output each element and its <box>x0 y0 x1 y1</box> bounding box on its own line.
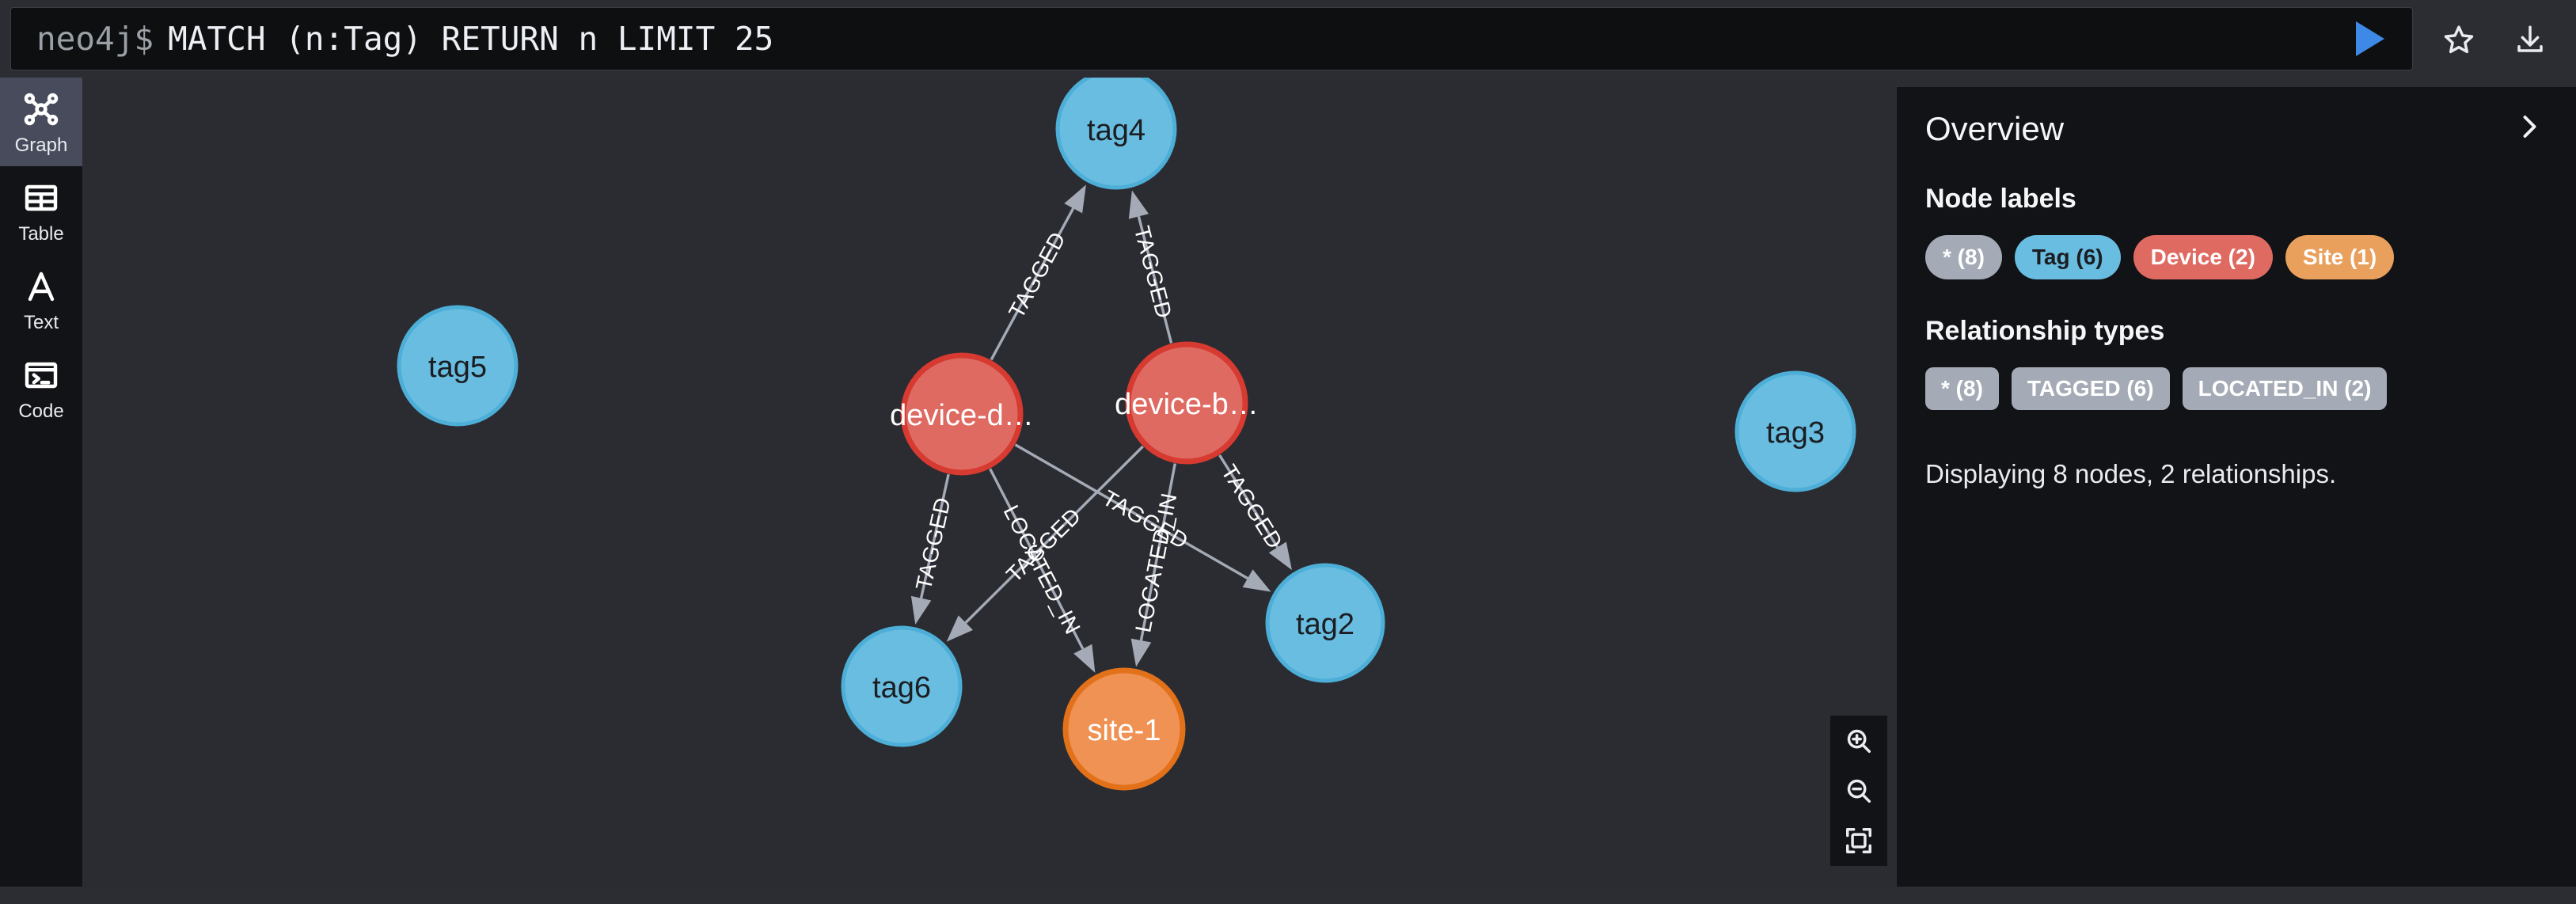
table-icon <box>22 177 60 218</box>
relationship-type-chip-0[interactable]: * (8) <box>1925 367 1999 410</box>
relationship-arrowhead <box>1130 638 1152 667</box>
code-icon <box>22 355 60 396</box>
relationship-arrowhead <box>1128 190 1149 219</box>
relationship-arrowhead <box>910 595 932 625</box>
relationship-type-chip-list: * (8) TAGGED (6) LOCATED_IN (2) <box>1925 367 2548 410</box>
relationship-line[interactable] <box>919 473 950 599</box>
node-labels-heading: Node labels <box>1925 184 2076 214</box>
graph-node-site1[interactable] <box>1062 667 1186 791</box>
overview-header: Overview <box>1925 111 2548 147</box>
query-prompt: neo4j$ <box>36 20 154 58</box>
chevron-right-icon[interactable] <box>2510 111 2548 146</box>
view-tab-graph-label: Graph <box>14 135 68 156</box>
download-icon[interactable] <box>2510 19 2551 60</box>
relationship-arrowhead <box>1268 541 1292 571</box>
view-tab-text-label: Text <box>23 312 59 333</box>
page-title: Overview <box>1925 110 2065 147</box>
play-icon <box>2356 21 2384 56</box>
graph-node-deviceb[interactable] <box>1125 341 1248 465</box>
view-switcher: Graph Table Text <box>0 78 82 887</box>
zoom-out-icon[interactable] <box>1836 768 1882 814</box>
star-icon[interactable] <box>2438 19 2479 60</box>
run-query-button[interactable] <box>2349 17 2392 60</box>
relationship-line[interactable] <box>1218 454 1279 549</box>
query-input[interactable]: neo4j$ MATCH (n:Tag) RETURN n LIMIT 25 <box>10 7 2413 70</box>
query-text: MATCH (n:Tag) RETURN n LIMIT 25 <box>168 20 774 58</box>
view-tab-code[interactable]: Code <box>0 344 82 432</box>
relationship-type-chip-1[interactable]: TAGGED (6) <box>2011 367 2170 410</box>
relationship-line[interactable] <box>964 445 1144 624</box>
graph-zoom-controls <box>1830 716 1887 866</box>
relationship-line[interactable] <box>990 207 1075 361</box>
query-editor-bar: neo4j$ MATCH (n:Tag) RETURN n LIMIT 25 <box>0 0 2576 78</box>
relationship-arrowhead <box>1064 184 1086 214</box>
view-tab-code-label: Code <box>18 401 64 422</box>
graph-node-tag4[interactable] <box>1055 78 1177 190</box>
relationship-line[interactable] <box>1014 443 1248 580</box>
relationship-line[interactable] <box>1139 463 1176 641</box>
node-label-chip-2[interactable]: Device (2) <box>2133 235 2273 279</box>
graph-node-tag5[interactable] <box>397 305 519 427</box>
node-label-chip-0[interactable]: * (8) <box>1925 235 2002 279</box>
graph-node-tag3[interactable] <box>1734 370 1856 492</box>
node-label-chip-list: * (8) Tag (6) Device (2) Site (1) <box>1925 235 2548 279</box>
node-label-chip-1[interactable]: Tag (6) <box>2014 235 2121 279</box>
relationship-arrowhead <box>946 615 974 642</box>
graph-node-tag2[interactable] <box>1265 563 1385 683</box>
view-tab-table-label: Table <box>18 223 64 245</box>
graph-icon <box>21 89 61 130</box>
zoom-in-icon[interactable] <box>1836 718 1882 764</box>
relationship-line[interactable] <box>1137 215 1173 344</box>
view-tab-text[interactable]: Text <box>0 255 82 344</box>
graph-node-deviced[interactable] <box>900 352 1024 476</box>
view-tab-graph[interactable]: Graph <box>0 78 82 166</box>
graph-node-tag6[interactable] <box>841 625 963 747</box>
node-label-chip-3[interactable]: Site (1) <box>2285 235 2395 279</box>
relationship-arrowhead <box>1242 569 1271 592</box>
view-tab-table[interactable]: Table <box>0 166 82 255</box>
fit-to-screen-icon[interactable] <box>1836 818 1882 864</box>
relationship-type-chip-2[interactable]: LOCATED_IN (2) <box>2182 367 2388 410</box>
overview-sidebar: Overview Node labels * (8) Tag (6) Device … <box>1897 87 2576 887</box>
relationship-arrowhead <box>1073 644 1096 673</box>
result-summary: Displaying 8 nodes, 2 relationships. <box>1925 459 2337 488</box>
text-icon <box>22 266 60 307</box>
relationship-line[interactable] <box>989 468 1085 650</box>
relationship-types-heading: Relationship types <box>1925 316 2165 346</box>
